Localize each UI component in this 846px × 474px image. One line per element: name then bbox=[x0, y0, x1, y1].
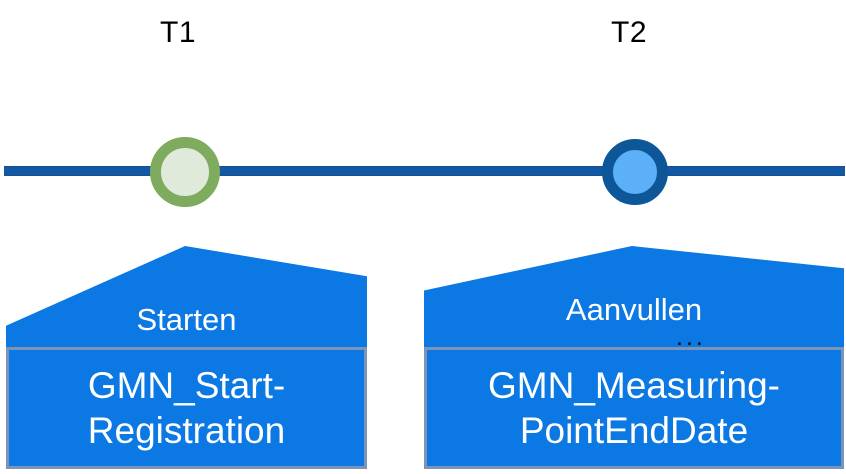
event-group-fill[interactable]: Aanvullen ... GMN_Measuring- PointEndDat… bbox=[424, 246, 844, 469]
event-label-box-fill[interactable]: GMN_Measuring- PointEndDate bbox=[424, 347, 844, 469]
timeline-axis bbox=[4, 166, 845, 176]
event-banner-label-start: Starten bbox=[136, 302, 237, 337]
event-label-box-text-fill: GMN_Measuring- PointEndDate bbox=[488, 365, 780, 451]
event-label-box-start[interactable]: GMN_Start- Registration bbox=[6, 347, 367, 469]
event-label-box-text-start: GMN_Start- Registration bbox=[87, 365, 286, 451]
event-banner-ellipsis-fill: ... bbox=[676, 323, 706, 351]
tick-label-t1: T1 bbox=[160, 16, 197, 49]
milestone-marker-t2[interactable] bbox=[602, 139, 668, 205]
event-group-start[interactable]: Starten GMN_Start- Registration bbox=[6, 246, 367, 469]
milestone-marker-t1[interactable] bbox=[150, 137, 220, 207]
event-banner-label-fill: Aanvullen bbox=[565, 292, 703, 327]
tick-label-t2: T2 bbox=[611, 16, 648, 49]
